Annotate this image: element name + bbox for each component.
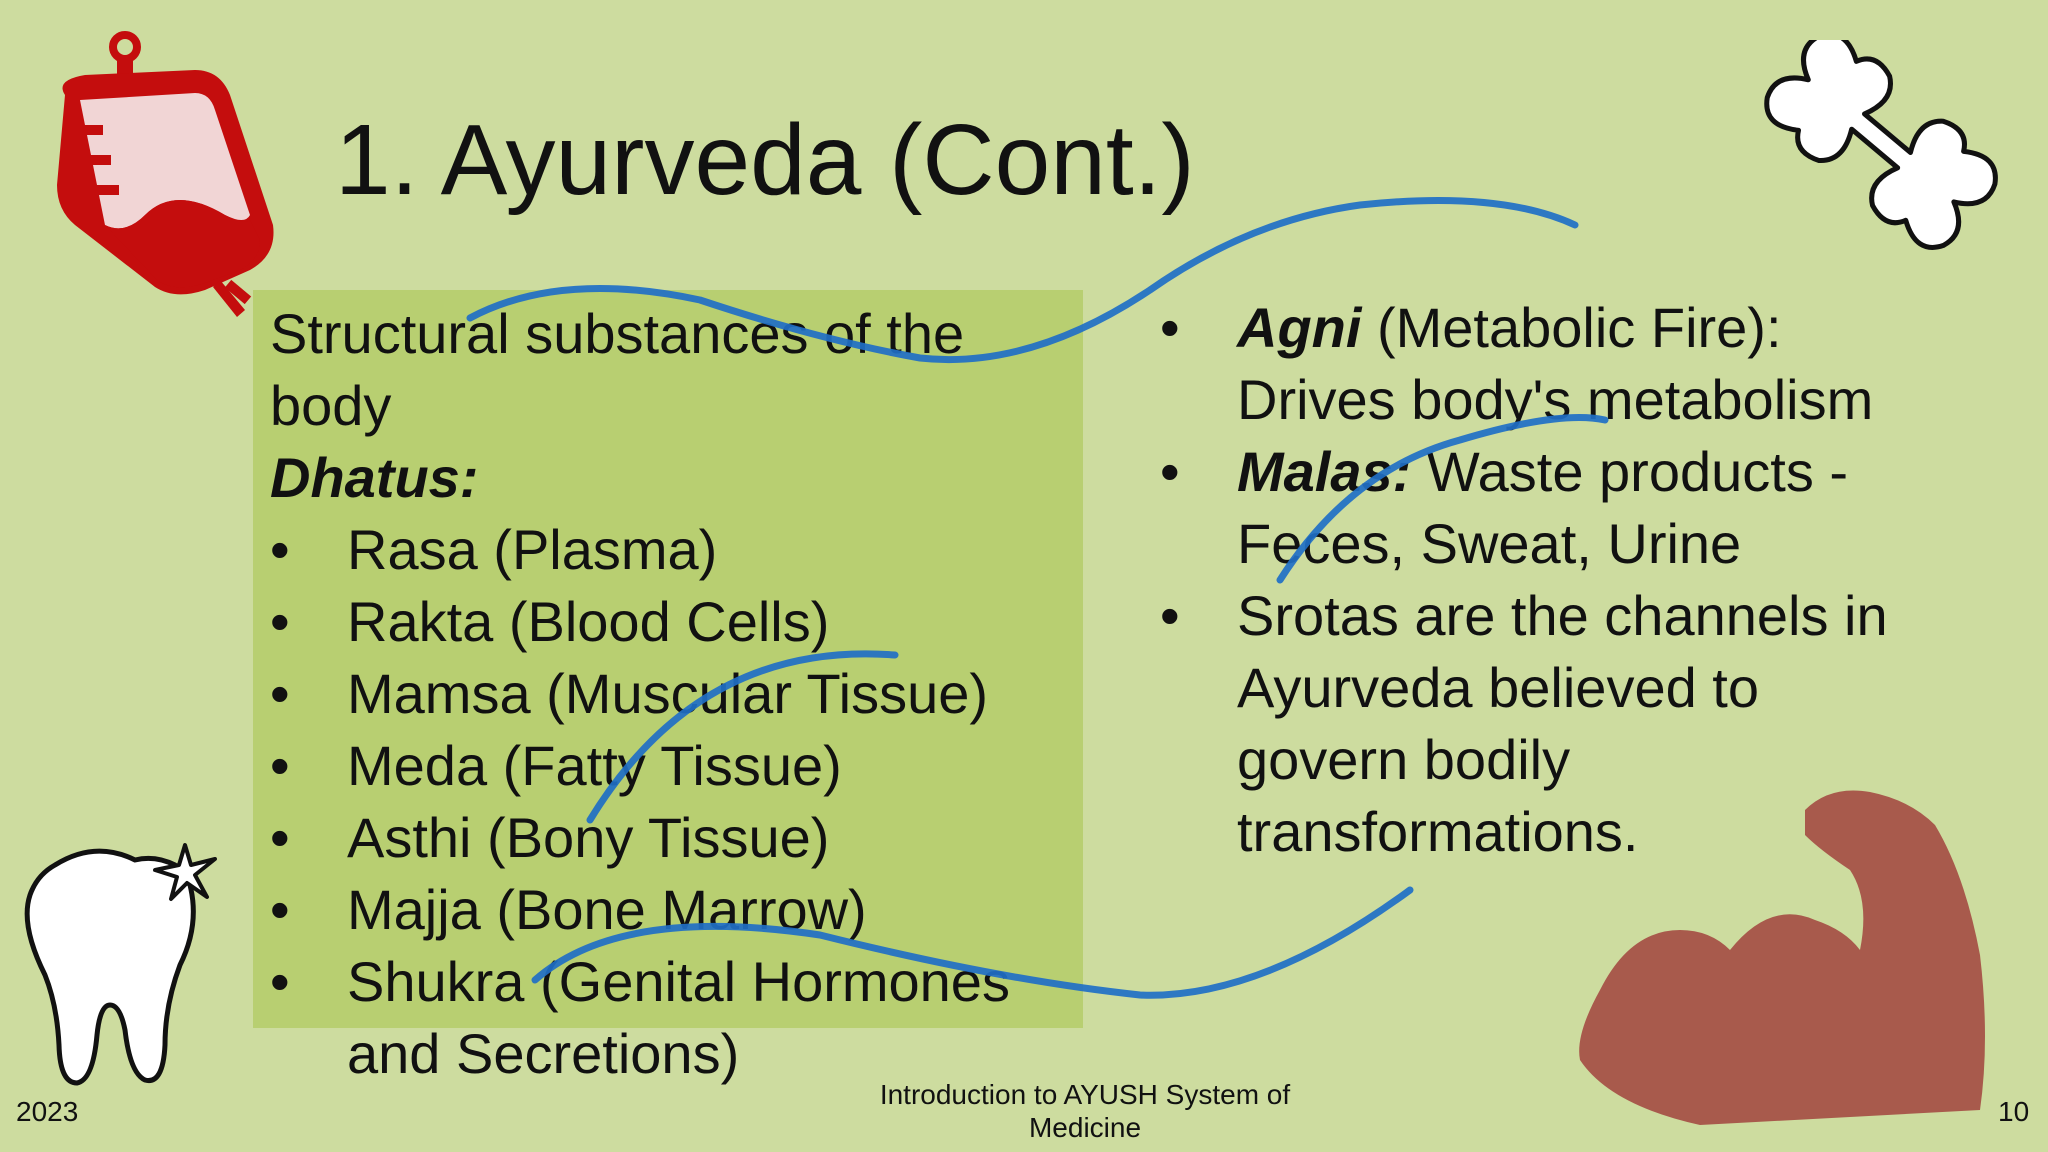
- footer-year: 2023: [16, 1096, 79, 1127]
- intro-line-1: Structural substances of the: [270, 302, 965, 365]
- bullet: •: [270, 878, 290, 941]
- list-item: •Meda (Fatty Tissue): [270, 730, 1170, 802]
- bone-icon: [1720, 40, 2010, 280]
- bullet: •: [1160, 440, 1180, 503]
- bullet: •: [1160, 584, 1180, 647]
- bullet: •: [1160, 296, 1180, 359]
- page-number: 10: [1998, 1096, 2030, 1127]
- list-item-srotas: • Srotas are the channels in Ayurveda be…: [1160, 580, 1980, 868]
- footer-title: Introduction to AYUSH System of Medicine: [879, 1079, 1291, 1143]
- bullet: •: [270, 518, 290, 581]
- tooth-icon: [15, 815, 255, 1095]
- bullet: •: [270, 590, 290, 653]
- bullet: •: [270, 806, 290, 869]
- flexed-arm-icon: [1570, 780, 2010, 1140]
- bullet: •: [270, 950, 290, 1013]
- list-item: •Rasa (Plasma): [270, 514, 1170, 586]
- dhatus-list: •Rasa (Plasma) •Rakta (Blood Cells) •Mam…: [270, 514, 1170, 1090]
- dhatus-heading: Dhatus:: [270, 446, 479, 509]
- bullet: •: [270, 662, 290, 725]
- content-box: [253, 290, 1083, 1028]
- blood-bag-icon: [45, 25, 285, 325]
- concepts-list: • Agni (Metabolic Fire): Drives body's m…: [1160, 292, 1980, 868]
- list-item-agni: • Agni (Metabolic Fire): Drives body's m…: [1160, 292, 1980, 436]
- intro-line-2: body: [270, 374, 392, 437]
- slide-title: 1. Ayurveda (Cont.): [335, 104, 1195, 216]
- dhatus-section: Structural substances of the body Dhatus…: [270, 298, 1170, 1090]
- term-agni: Agni: [1237, 296, 1362, 359]
- list-item: •Rakta (Blood Cells): [270, 586, 1170, 658]
- bullet: •: [270, 734, 290, 797]
- list-item: •Mamsa (Muscular Tissue): [270, 658, 1170, 730]
